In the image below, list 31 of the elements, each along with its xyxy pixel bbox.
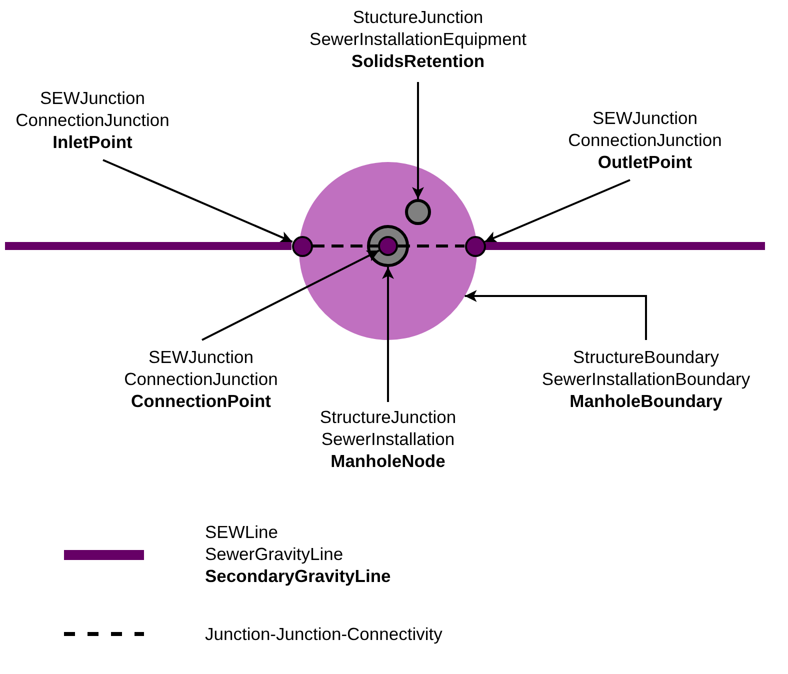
subtype-label: SewerInstallation (321, 428, 455, 450)
leader-arrow (102, 159, 293, 243)
feature-name-label: InletPoint (52, 131, 132, 153)
dashed-connector-line (398, 244, 464, 248)
legend-text: Junction-Junction-Connectivity (205, 623, 442, 645)
class-label: StructureJunction (320, 406, 456, 428)
class-label: SEWJunction (148, 346, 254, 368)
feature-name-label: ConnectionPoint (131, 390, 271, 412)
feature-name-label: ManholeBoundary (570, 390, 722, 412)
class-label: SEWJunction (592, 107, 698, 129)
pipe-line (486, 242, 765, 250)
subtype-label: ConnectionJunction (16, 109, 170, 131)
feature-name-label: ManholeNode (330, 450, 446, 472)
leader-arrow (202, 250, 380, 341)
feature-name-label: SolidsRetention (351, 50, 485, 72)
class-label: SEWJunction (40, 87, 146, 109)
subtype-label: ConnectionJunction (568, 129, 722, 151)
manhole-ring (367, 225, 409, 267)
dashed-connector-line (312, 244, 378, 248)
subtype-label: SewerInstallationEquipment (310, 28, 526, 50)
leader-arrow (484, 179, 630, 243)
class-label: StructureBoundary (573, 346, 719, 368)
subtype-label: SewerInstallationBoundary (542, 368, 750, 390)
class-label: StuctureJunction (352, 6, 484, 28)
leader-arrow (464, 290, 647, 340)
feature-name-label: OutletPoint (598, 151, 692, 173)
subtype-label: ConnectionJunction (124, 368, 278, 390)
pipe-line (5, 242, 292, 250)
legend-text: SEWLine SewerGravityLine SecondaryGravityLine (205, 521, 391, 587)
leader-arrow (382, 267, 394, 402)
leader-arrow (412, 82, 424, 199)
